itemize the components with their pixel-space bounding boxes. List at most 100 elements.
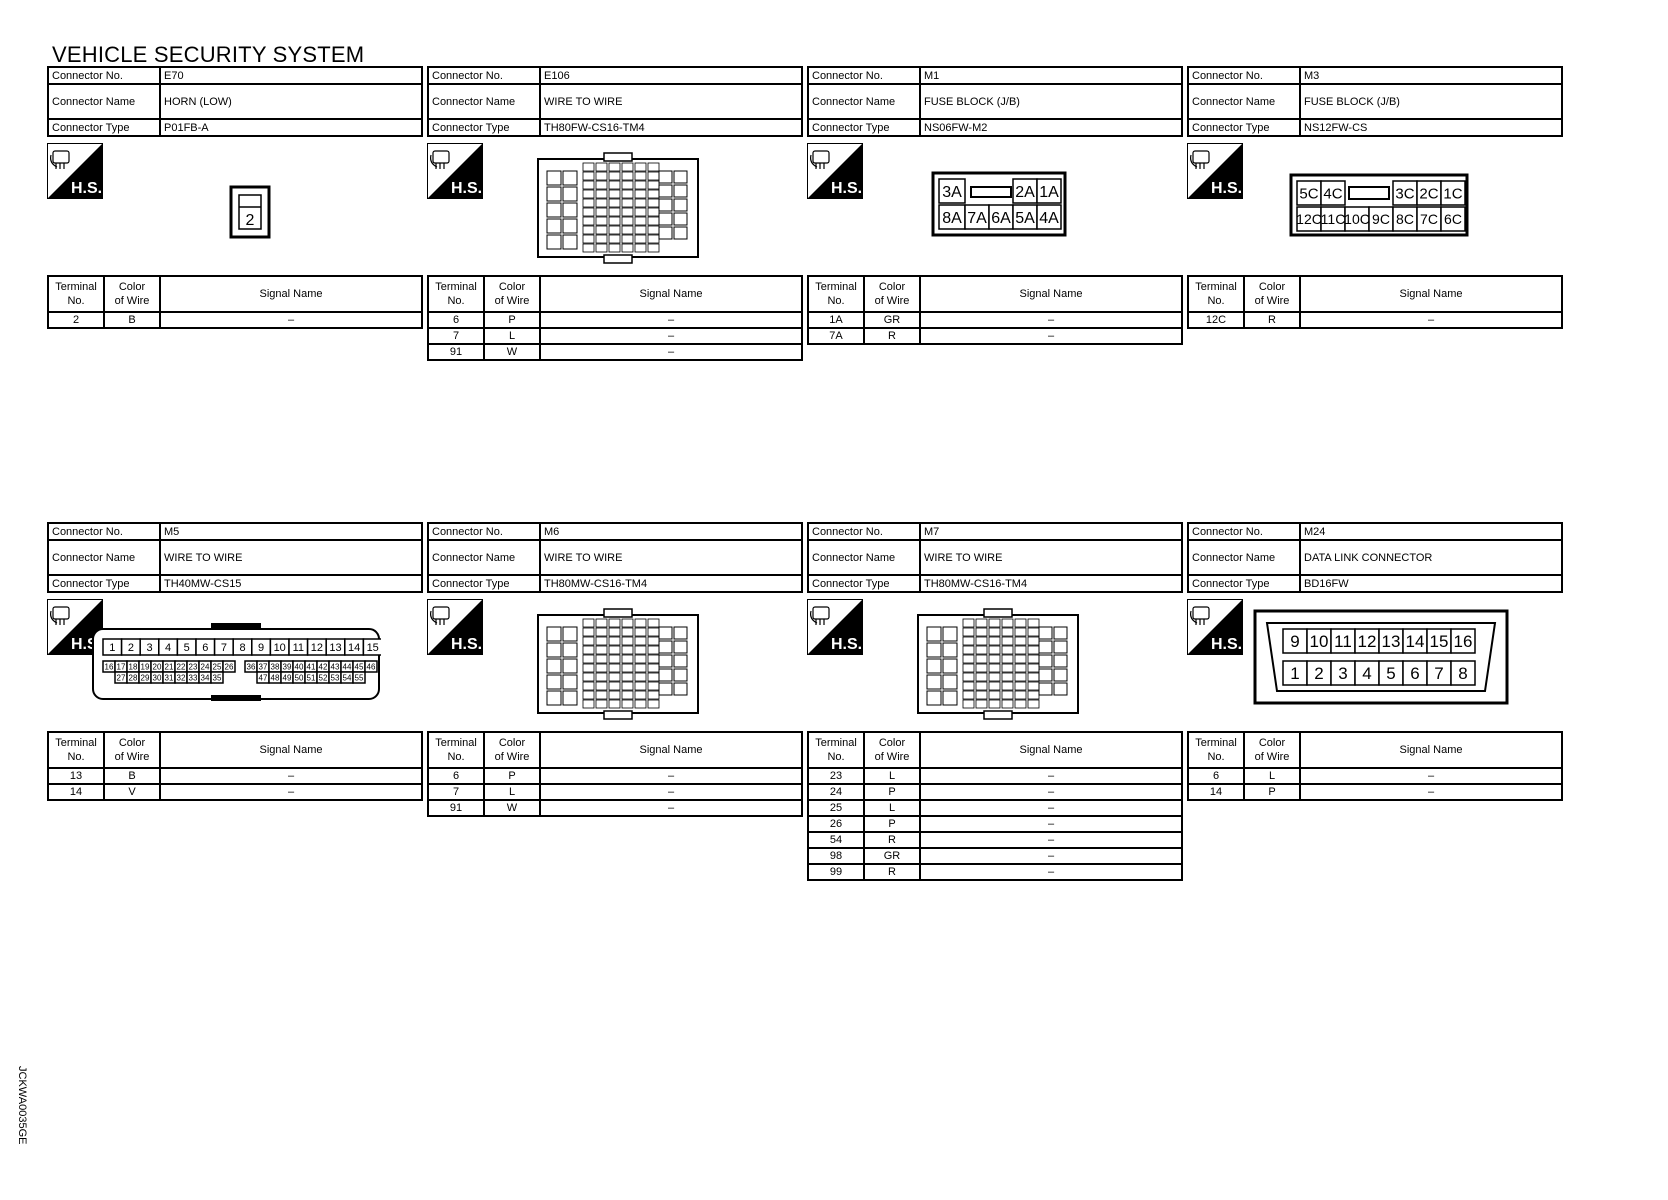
connector-name-label: Connector Name: [47, 539, 161, 576]
pin-label: 11C: [1321, 211, 1346, 227]
connector-panel-e106: Connector No. E106 Connector Name WIRE T…: [427, 66, 803, 361]
terminal-no: 14: [1187, 783, 1245, 801]
hs-label: H.S.: [451, 636, 482, 653]
signal-name: –: [159, 783, 423, 801]
connector-diagram: H.S.: [427, 593, 803, 731]
terminal-row: 14 P –: [1187, 783, 1563, 801]
connector-no: M1: [919, 66, 1183, 85]
signal-name-header: Signal Name: [919, 731, 1183, 769]
wire-color: P: [483, 311, 541, 329]
connector-name-label: Connector Name: [427, 83, 541, 120]
terminal-no: 2: [47, 311, 105, 329]
terminal-no: 91: [427, 799, 485, 817]
connector-name-label: Connector Name: [1187, 539, 1301, 576]
figure-code: JCKWA0035GE: [16, 1066, 28, 1145]
wire-color: W: [483, 343, 541, 361]
connector-panel-m5: Connector No. M5 Connector Name WIRE TO …: [47, 522, 423, 801]
terminal-row: 98 GR –: [807, 847, 1183, 865]
connector-no: M5: [159, 522, 423, 541]
connector-panel-m24: Connector No. M24 Connector Name DATA LI…: [1187, 522, 1563, 801]
pin-label: 26: [225, 662, 234, 671]
terminal-row: 54 R –: [807, 831, 1183, 849]
wire-color: GR: [863, 311, 921, 329]
pin-label: 39: [283, 662, 292, 671]
pin-label: 8: [239, 642, 245, 654]
pin-label: 1: [1290, 664, 1299, 683]
connector-name: DATA LINK CONNECTOR: [1299, 539, 1563, 576]
connector-type: TH80MW-CS16-TM4: [539, 574, 803, 593]
connector-panel-e70: Connector No. E70 Connector Name HORN (L…: [47, 66, 423, 329]
pin-label: 31: [165, 673, 174, 682]
terminal-row: 91 W –: [427, 799, 803, 817]
pin-label: 29: [141, 673, 150, 682]
connector-type-label: Connector Type: [47, 574, 161, 593]
pin-label: 52: [319, 673, 328, 682]
pin-label: 13: [1382, 632, 1401, 651]
pin-label: 1C: [1443, 185, 1462, 202]
pin-label: 49: [283, 673, 292, 682]
connector-type-label: Connector Type: [427, 118, 541, 137]
pin-label: 14: [348, 642, 360, 654]
terminal-row: 6 L –: [1187, 767, 1563, 785]
pin-label: 1A: [1039, 184, 1059, 201]
harness-side-icon: H.S.: [807, 599, 863, 655]
hs-label: H.S.: [1211, 636, 1242, 653]
pin-label: 30: [153, 673, 162, 682]
pin-label: 9: [258, 642, 264, 654]
pin-label: 44: [343, 662, 352, 671]
signal-name: –: [539, 311, 803, 329]
connector-header: Connector No. E70 Connector Name HORN (L…: [47, 66, 423, 137]
pin-label: 7C: [1420, 211, 1438, 227]
wire-color: R: [863, 831, 921, 849]
wire-color: R: [863, 327, 921, 345]
terminal-row: 1A GR –: [807, 311, 1183, 329]
pin-label: 4: [1362, 664, 1371, 683]
pin-label: 3A: [942, 184, 962, 201]
connector-type: P01FB-A: [159, 118, 423, 137]
connector-header: Connector No. M6 Connector Name WIRE TO …: [427, 522, 803, 593]
terminal-row: 91 W –: [427, 343, 803, 361]
signal-name: –: [539, 799, 803, 817]
pin-label: 18: [129, 662, 138, 671]
terminal-no: 1A: [807, 311, 865, 329]
terminal-no: 24: [807, 783, 865, 801]
harness-side-icon: H.S.: [1187, 599, 1243, 655]
pin-label: 20: [153, 662, 162, 671]
connector-name: FUSE BLOCK (J/B): [919, 83, 1183, 120]
m3-connector-face: 5C 4C 3C 2C 1C 12C 11C 10C 9C 8C 7C 6C: [1289, 173, 1469, 237]
wire-color: P: [863, 783, 921, 801]
pin-label: 3: [1338, 664, 1347, 683]
wire-color: V: [103, 783, 161, 801]
signal-name: –: [159, 311, 423, 329]
terminal-row: 14 V –: [47, 783, 423, 801]
terminal-row: 23 L –: [807, 767, 1183, 785]
pin-label: 53: [331, 673, 340, 682]
connector-type: TH80FW-CS16-TM4: [539, 118, 803, 137]
terminal-no: 91: [427, 343, 485, 361]
connector-no-label: Connector No.: [47, 66, 161, 85]
pin-label: 5: [184, 642, 190, 654]
pin-label: 10C: [1344, 211, 1370, 227]
connector-name: WIRE TO WIRE: [539, 83, 803, 120]
e70-connector-face: 2: [229, 185, 271, 239]
pin-label: 5: [1386, 664, 1395, 683]
connector-diagram: H.S. 2: [47, 137, 423, 275]
pin-label: 41: [307, 662, 316, 671]
pin-label: 8: [1458, 664, 1467, 683]
pin-label: 47: [259, 673, 268, 682]
pin-label: 17: [117, 662, 126, 671]
pin-label: 6: [202, 642, 208, 654]
connector-name-label: Connector Name: [47, 83, 161, 120]
harness-side-icon: H.S.: [47, 143, 103, 199]
pin-label: 10: [274, 642, 286, 654]
terminal-row: 12C R –: [1187, 311, 1563, 329]
